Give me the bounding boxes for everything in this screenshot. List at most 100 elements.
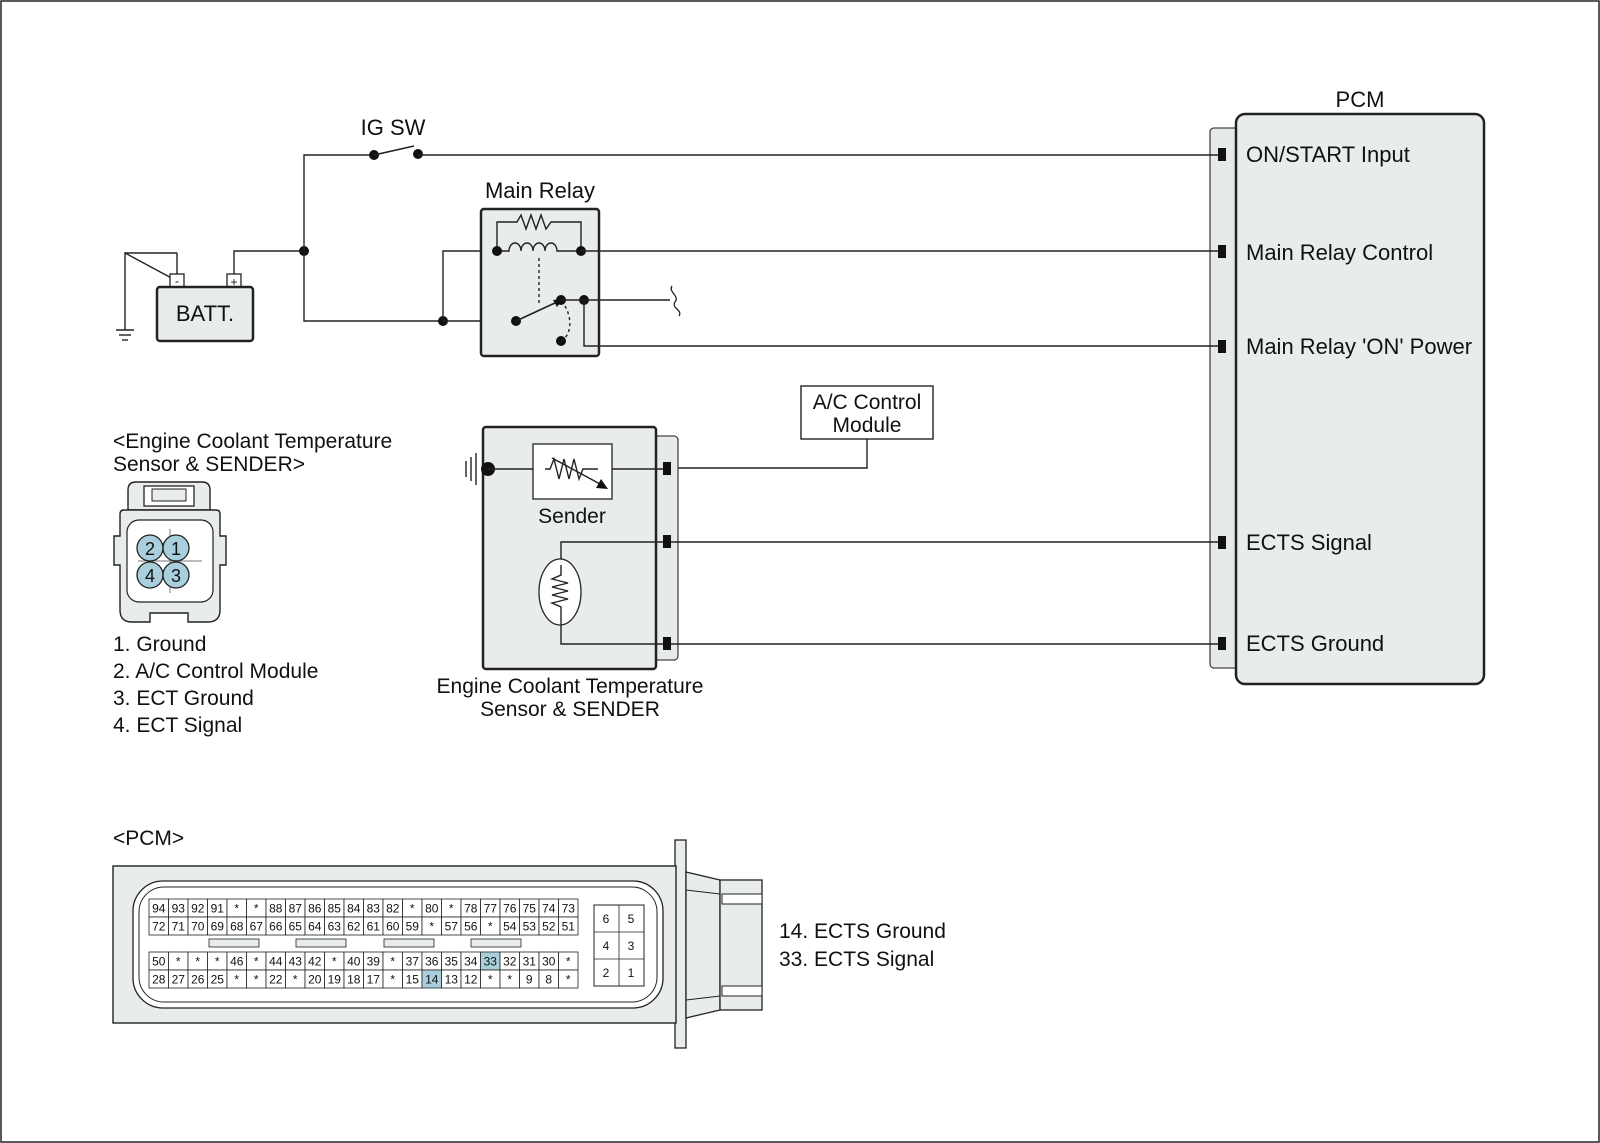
- pcm-pin-label: 64: [308, 920, 322, 934]
- pcm-pin-label: *: [332, 955, 337, 969]
- pcm-pin-label: 13: [445, 973, 459, 987]
- pcm-pin-label: 44: [269, 955, 283, 969]
- pcm-connector-title: <PCM>: [113, 827, 184, 850]
- main-relay-label: Main Relay: [485, 178, 595, 203]
- pcm-pin-label: 22: [269, 973, 283, 987]
- pcm-pin-label: *: [234, 902, 239, 916]
- pcm-pin-label: 78: [464, 902, 478, 916]
- svg-text:2: 2: [145, 539, 155, 559]
- svg-text:1: 1: [171, 539, 181, 559]
- pcm-pin-label: 61: [367, 920, 381, 934]
- pcm-pin-label: 71: [172, 920, 186, 934]
- pcm-pin-label: 17: [367, 973, 381, 987]
- pcm-pin-label: *: [488, 920, 493, 934]
- pcm-pin-label: 52: [542, 920, 556, 934]
- pcm-pin-label: 88: [269, 902, 283, 916]
- pcm-pin-label: 26: [191, 973, 205, 987]
- pcm-pin-label: 85: [328, 902, 342, 916]
- pcm-input-main-relay-control: Main Relay Control: [1246, 240, 1433, 265]
- sensor-caption-line2: Sensor & SENDER: [480, 698, 660, 721]
- pcm-pin-label: 50: [152, 955, 166, 969]
- pcm-pin-label: 86: [308, 902, 322, 916]
- pcm-pin-label: 32: [503, 955, 517, 969]
- pcm-pin-label: *: [390, 955, 395, 969]
- pcm-pin-label: 36: [425, 955, 439, 969]
- pcm-key-slot: [208, 938, 260, 948]
- ac-module-box: [800, 385, 934, 440]
- svg-text:-: -: [175, 274, 179, 288]
- pcm-pin-label: 60: [386, 920, 400, 934]
- ects-legend-item: 2. A/C Control Module: [113, 660, 318, 683]
- pcm-pin-label: 93: [172, 902, 186, 916]
- sensor-caption-line1: Engine Coolant Temperature: [437, 675, 704, 698]
- ects-legend-item: 3. ECT Ground: [113, 687, 254, 710]
- pcm-input-main-relay-on-power: Main Relay 'ON' Power: [1246, 334, 1472, 359]
- pcm-pin-label: *: [488, 973, 493, 987]
- battery-label: BATT.: [176, 301, 234, 326]
- svg-text:5: 5: [628, 912, 635, 926]
- pcm-pin-label: 53: [523, 920, 537, 934]
- pcm-input-ects-ground: ECTS Ground: [1246, 631, 1384, 656]
- pcm-pin-label: 72: [152, 920, 166, 934]
- pcm-pin-label: 92: [191, 902, 205, 916]
- pcm-pin-label: 15: [406, 973, 420, 987]
- pcm-pin-label: 57: [445, 920, 459, 934]
- pcm-pin-label: 83: [367, 902, 381, 916]
- pcm-pin-label: 82: [386, 902, 400, 916]
- svg-text:A/C Control: A/C Control: [813, 391, 922, 414]
- pcm-pin-label: 87: [289, 902, 303, 916]
- pcm-pin-label: *: [254, 973, 259, 987]
- pcm-pin-label: 27: [172, 973, 186, 987]
- pcm-box: [1234, 112, 1486, 686]
- pcm-pin-label: 28: [152, 973, 166, 987]
- ig-switch-contact: [413, 149, 423, 159]
- svg-text:4: 4: [603, 939, 610, 953]
- svg-text:1: 1: [628, 966, 635, 980]
- pcm-pin-terminal: [1218, 536, 1226, 549]
- pcm-pin-label: 68: [230, 920, 244, 934]
- pcm-pin-label: 35: [445, 955, 459, 969]
- pcm-pin-label: 31: [523, 955, 537, 969]
- pcm-key-slot: [470, 938, 522, 948]
- pcm-pin-label: 51: [562, 920, 576, 934]
- pcm-pin-label: *: [429, 920, 434, 934]
- ig-sw-label: IG SW: [361, 115, 426, 140]
- ac-module-wire: [667, 439, 868, 469]
- pcm-input-ects-signal: ECTS Signal: [1246, 530, 1372, 555]
- pcm-pin-cell: [558, 969, 579, 989]
- pcm-pin-label: 8: [545, 973, 552, 987]
- pcm-key-slot: [295, 938, 347, 948]
- pcm-pin-label: 19: [328, 973, 342, 987]
- pcm-pin-label: 33: [484, 955, 498, 969]
- svg-text:3: 3: [628, 939, 635, 953]
- svg-text:3: 3: [171, 566, 181, 586]
- pcm-key-slot: [383, 938, 435, 948]
- sender-box: [532, 443, 613, 500]
- pcm-pin-label: 12: [464, 973, 478, 987]
- ects-legend-item: 1. Ground: [113, 633, 206, 656]
- thermistor-icon: [538, 558, 582, 626]
- pcm-pin-cell: [558, 916, 579, 936]
- wire-break-icon: [670, 285, 681, 317]
- pcm-pin-label: *: [390, 973, 395, 987]
- pcm-pin-terminal: [1218, 637, 1226, 650]
- svg-text:2: 2: [603, 966, 610, 980]
- power-circuit: - + BATT. IG SW Main Relay: [116, 115, 1218, 358]
- battery: [155, 285, 255, 343]
- pcm-pin-label: *: [566, 955, 571, 969]
- svg-text:4: 4: [145, 566, 155, 586]
- pcm-pin-label: 43: [289, 955, 303, 969]
- pcm-pin-label: *: [410, 902, 415, 916]
- pcm-pin-label: *: [234, 973, 239, 987]
- pcm-pin-terminal: [1218, 340, 1226, 353]
- pcm-title: PCM: [1336, 87, 1385, 112]
- pcm-pin-label: 77: [484, 902, 498, 916]
- pcm-pin-label: 76: [503, 902, 517, 916]
- pcm-pin-label: 67: [250, 920, 264, 934]
- ects-connector-title-line2: Sensor & SENDER>: [113, 453, 305, 476]
- pcm-pin-label: 34: [464, 955, 478, 969]
- pcm-pin-label: 40: [347, 955, 361, 969]
- pcm-pin-terminal: [1218, 245, 1226, 258]
- svg-text:6: 6: [603, 912, 610, 926]
